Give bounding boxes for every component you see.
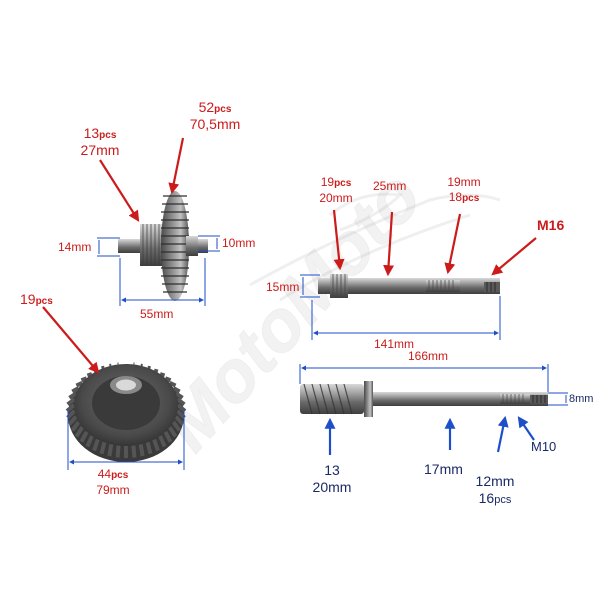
label-shaft-15mm: 15mm [266,280,300,294]
gear-tooth [66,409,76,420]
label-shaft-17mm: 17mm [424,461,463,477]
gear-tooth [92,438,100,452]
gear-tooth [85,435,94,448]
label-shaft-middle-dia: 25mm [373,179,407,193]
gear-tooth [164,376,172,383]
gear-tooth [99,441,107,455]
label-shaft-10mm: 10mm [222,236,256,250]
gear-tooth [147,365,151,371]
input-shaft [300,381,548,417]
gear-tooth [174,391,184,400]
gear-tooth [66,397,76,406]
gear-tooth [71,386,80,394]
gear-tooth [159,372,166,378]
gear-tooth [171,420,182,432]
label-pinion-teeth: 13pcs 27mm [80,125,120,158]
gear-tooth [79,430,89,443]
gear-tooth [176,397,186,406]
label-length-166mm: 166mm [408,349,449,363]
gear-tooth [138,443,145,457]
gear-tooth [115,445,121,458]
label-length-141mm: 141mm [374,337,415,351]
label-thread-m16: M16 [537,217,565,233]
gear-tooth [168,380,177,388]
gear-tooth [68,391,78,400]
label-shaft-spline-left: 19pcs 20mm [319,175,353,205]
gear-tooth [174,415,185,426]
gear-tooth [172,386,181,394]
pointer-arrows [42,137,537,455]
drive-gear-52t [118,191,208,301]
output-shaft [318,274,500,298]
label-shaft-spline-right: 19mm 18pcs [447,175,481,204]
dimension-lines [67,235,568,470]
watermark-logo [249,192,501,302]
label-helical-pinion: 13 20mm [312,462,352,495]
label-thread-m10: M10 [531,439,557,454]
label-driven-gear-teeth: 44pcs 79mm [96,467,130,497]
gear-tooth [163,430,173,443]
gear-tooth [70,420,81,432]
gear-tooth [80,376,88,383]
label-spline-12mm: 12mm 16pcs [475,473,515,506]
svg-text:MotoMoto: MotoMoto [147,157,437,466]
watermark-text: MotoMoto [147,156,438,466]
gear-tooth [152,438,160,452]
gear-tooth [74,426,84,438]
gear-tooth [131,445,137,458]
gear-tooth [176,409,186,420]
driven-gear-44t [65,362,187,462]
label-inner-spline-teeth: 19pcs [20,291,53,307]
gear-tooth [67,415,78,426]
gear-tooth [75,380,84,388]
label-length-55mm: 55mm [140,307,174,321]
label-drive-gear-teeth: 52pcs 70,5mm [189,99,241,132]
gear-tooth [158,435,167,448]
gear-tooth [101,365,105,371]
label-shaft-8mm: 8mm [569,393,594,405]
gear-tooth [107,443,114,457]
gear-tooth [168,426,178,438]
gear-tooth [145,441,153,455]
label-shaft-14mm: 14mm [58,240,92,254]
gear-tooth [153,368,159,374]
gear-tooth [86,372,93,378]
